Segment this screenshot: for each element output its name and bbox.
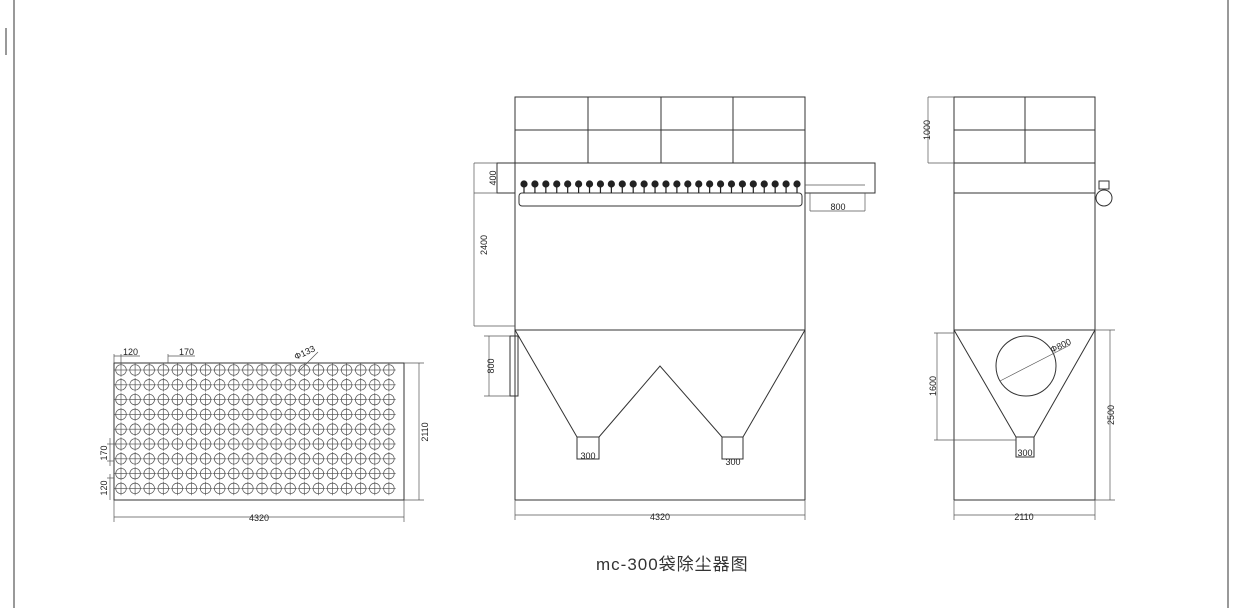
dim-hole-dia: Ф133 xyxy=(293,344,317,362)
pulse-valve xyxy=(618,180,626,188)
pulse-valve xyxy=(531,180,539,188)
side-hopper xyxy=(953,329,1096,438)
pulse-valves xyxy=(520,180,801,193)
pulse-valve xyxy=(575,180,583,188)
drawing-title: mc-300袋除尘器图 xyxy=(596,555,749,574)
plan-view: 120 170 Ф133 2110 170 120 4320 xyxy=(99,344,430,523)
pulse-valve xyxy=(629,180,637,188)
dim-800-top: 800 xyxy=(830,202,845,212)
dim-outlet-right: 300 xyxy=(725,457,740,467)
dim-side-width: 2110 xyxy=(1014,512,1033,522)
dim-pitch-y-b: 120 xyxy=(99,480,109,495)
pulse-valve xyxy=(695,180,703,188)
hopper-outline xyxy=(514,329,806,438)
dim-front-width: 4320 xyxy=(650,512,670,522)
tube-sheet-outline xyxy=(113,362,405,501)
pulse-valve xyxy=(640,180,648,188)
dim-outlet-left: 300 xyxy=(580,451,595,461)
dim-pitch-x-a: 120 xyxy=(123,347,138,357)
side-valve-circle xyxy=(1095,189,1113,207)
pulse-valve xyxy=(793,180,801,188)
outlet-left xyxy=(576,436,600,460)
pulse-valve xyxy=(542,180,550,188)
pulse-valve xyxy=(520,180,528,188)
dim-400: 400 xyxy=(488,170,498,185)
pulse-valve xyxy=(760,180,768,188)
front-view: 400 2400 800 300 300 800 4320 xyxy=(473,96,876,522)
pulse-valve xyxy=(684,180,692,188)
pulse-valve xyxy=(782,180,790,188)
air-inlet xyxy=(509,335,519,397)
inlet-circle xyxy=(995,335,1057,397)
pulse-valve xyxy=(706,180,714,188)
pulse-valve xyxy=(673,180,681,188)
pulse-valve xyxy=(651,180,659,188)
dim-2400: 2400 xyxy=(479,235,489,255)
dim-pitch-x-b: 170 xyxy=(179,347,194,357)
dim-2500: 2500 xyxy=(1106,405,1116,425)
pulse-valve xyxy=(564,180,572,188)
pulse-valve xyxy=(716,180,725,188)
blow-pipe xyxy=(518,192,803,207)
dim-inlet-dia: Ф800 xyxy=(1049,337,1073,355)
dim-pitch-y-a: 170 xyxy=(99,445,109,460)
pulse-valve xyxy=(662,180,670,188)
pulse-valve xyxy=(585,180,594,188)
dim-800-side: 800 xyxy=(486,358,496,373)
pulse-valve xyxy=(727,180,736,188)
air-manifold xyxy=(804,162,876,194)
dim-plan-width: 4320 xyxy=(249,513,269,523)
dim-side-outlet: 300 xyxy=(1017,448,1032,458)
pulse-valve xyxy=(553,180,561,188)
dim-1000: 1000 xyxy=(922,120,932,140)
dim-plan-height: 2110 xyxy=(420,422,430,441)
pulse-valve xyxy=(738,180,747,188)
dim-1600: 1600 xyxy=(928,376,938,396)
pulse-valve xyxy=(596,180,605,188)
side-valve-body xyxy=(1098,180,1110,190)
hole-grid xyxy=(114,363,396,496)
side-view: 1000 300 Ф800 1600 2500 2110 xyxy=(922,96,1116,522)
side-outlet xyxy=(1015,436,1035,458)
outlet-right xyxy=(721,436,744,460)
pulse-valve xyxy=(607,180,615,188)
pulse-valve xyxy=(771,180,779,188)
pulse-valve xyxy=(749,180,757,188)
